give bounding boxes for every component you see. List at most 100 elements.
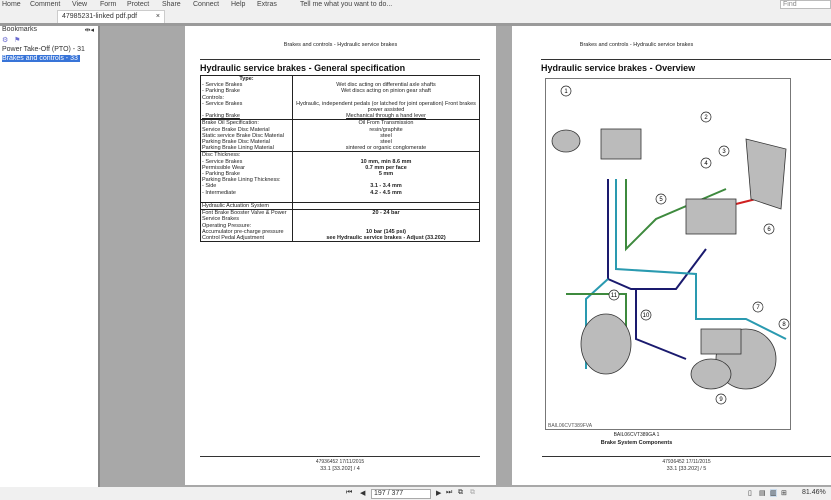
footer-code: 47936452 17/11/2015 [315, 459, 365, 465]
page-number-input[interactable]: 197 / 377 [371, 489, 431, 499]
booster-shape [685, 198, 737, 235]
spec-value: 3.1 - 3.4 mm [292, 183, 480, 190]
page-footer: 47936452 17/11/2015 33.1 [33.202] / 4 [200, 456, 480, 472]
menu-share[interactable]: Share [162, 1, 181, 8]
spec-value: see Hydraulic service brakes - Adjust (3… [292, 235, 480, 243]
callout-circle [700, 157, 712, 169]
bookmark-add-icon[interactable]: ⚑ [14, 37, 21, 44]
callout-circle [718, 145, 730, 157]
bookmark-label: Power Take-Off (PTO) - 31 [2, 46, 85, 53]
facing-icon[interactable]: ▥ [770, 489, 777, 497]
next-page-icon[interactable]: ▶ [436, 490, 442, 497]
parking-brake-shape [700, 328, 742, 355]
spec-value: 5 mm [292, 171, 480, 178]
callout-circle [560, 85, 572, 97]
pipe-blue [607, 179, 707, 290]
spec-label: - Service Brakes [200, 100, 293, 114]
callout-number: 8 [782, 322, 786, 328]
menu-bar: Home Comment View Form Protect Share Con… [0, 0, 831, 10]
callout-number: 11 [611, 293, 618, 299]
page-copy-icon[interactable]: ⧉ [458, 489, 463, 496]
spec-label: Control Pedal Adjustment [200, 235, 293, 243]
prev-page-icon[interactable]: ◀ [360, 490, 366, 497]
figure-caption: Brake System Components [600, 440, 673, 446]
spec-label: - Parking Brake [200, 113, 293, 120]
pin-icon[interactable]: ⇹◂ [84, 27, 94, 34]
spec-value: 20 - 24 bar [292, 209, 480, 223]
pipe-blue-2 [635, 289, 687, 360]
menu-protect[interactable]: Protect [127, 1, 150, 8]
menu-extras[interactable]: Extras [257, 1, 277, 8]
spec-value: 0.7 mm per face [292, 164, 480, 172]
zoom-level[interactable]: 81.46% [802, 489, 826, 496]
spec-value [292, 222, 480, 229]
pipe-teal [615, 179, 787, 340]
spec-value [292, 195, 480, 203]
pedal-shape [745, 138, 787, 210]
menu-connect[interactable]: Connect [193, 1, 220, 8]
continuous-icon[interactable]: ▤ [759, 490, 766, 497]
spec-value: steel [292, 139, 480, 146]
last-page-icon[interactable]: ⏭ [446, 489, 453, 496]
menu-comment[interactable]: Comment [30, 1, 61, 8]
menu-form[interactable]: Form [100, 1, 117, 8]
spec-label: Type: [200, 75, 293, 83]
callout-number: 9 [719, 397, 723, 403]
footer-page: 33.1 [33.202] / 5 [666, 466, 707, 472]
document-tab-title: 47985231-linked pdf.pdf [62, 13, 138, 20]
spec-row: Type: [200, 75, 480, 83]
figure-ref: BAIL06CVT389GA 1 [613, 432, 660, 438]
spec-value: Hydraulic, independent pedals (or latche… [292, 100, 480, 114]
spec-row: Operating Pressure: [200, 222, 480, 229]
pdf-page-left: Brakes and controls - Hydraulic service … [185, 26, 496, 485]
page-footer: 47936452 17/11/2015 33.1 [33.202] / 5 [542, 456, 831, 472]
callout-number: 7 [756, 305, 760, 311]
spec-value: Oil From Transmission [292, 119, 480, 127]
menu-view[interactable]: View [72, 1, 88, 8]
continuous-facing-icon[interactable]: ⊞ [781, 490, 787, 497]
spec-label: Hydraulic Actuation System [200, 202, 293, 210]
close-tab-icon[interactable]: × [155, 13, 160, 20]
callout-circle [752, 301, 764, 313]
bookmark-expand-icon[interactable]: ⚙ [2, 37, 9, 44]
spec-value: resin/graphite [292, 126, 480, 133]
callout-number: 1 [564, 89, 568, 95]
callout-circle [608, 289, 620, 301]
document-tab[interactable]: 47985231-linked pdf.pdf × [57, 10, 165, 23]
pdf-page-right: Brakes and controls - Hydraulic service … [512, 26, 831, 485]
spec-value: 10 mm, min 8.6 mm [292, 158, 480, 165]
first-page-icon[interactable]: ⏮ [346, 489, 353, 496]
tell-me-input[interactable]: Tell me what you want to do... [300, 1, 393, 8]
spec-label: Font Brake Booster Valve & Power Service… [200, 209, 293, 223]
find-input[interactable]: Find [780, 0, 831, 9]
bookmarks-title: Bookmarks [2, 26, 38, 33]
footer-page: 33.1 [33.202] / 4 [320, 466, 360, 472]
tab-bar: 47985231-linked pdf.pdf × [0, 10, 831, 23]
spec-value: 4.2 - 4.5 mm [292, 189, 480, 196]
callout-circle [640, 309, 652, 321]
bookmark-item-pto[interactable]: Power Take-Off (PTO) - 31 [0, 46, 98, 55]
page-paste-icon[interactable]: ⧉ [470, 489, 475, 496]
single-page-icon[interactable]: ▯ [748, 490, 752, 497]
page-header: Brakes and controls - Hydraulic service … [579, 42, 694, 48]
bookmark-item-brakes[interactable]: Brakes and controls - 33 [0, 55, 98, 64]
gear-shape [690, 358, 732, 390]
divider [0, 23, 831, 26]
menu-home[interactable]: Home [2, 1, 21, 8]
spec-value [292, 94, 480, 101]
spec-value [292, 202, 480, 210]
spec-row: Disc Thickness: [200, 151, 480, 159]
spec-value: Mechanical through a hand lever [292, 113, 480, 120]
callout-number: 4 [704, 161, 708, 167]
callout-number: 2 [704, 115, 708, 121]
menu-help[interactable]: Help [231, 1, 246, 8]
